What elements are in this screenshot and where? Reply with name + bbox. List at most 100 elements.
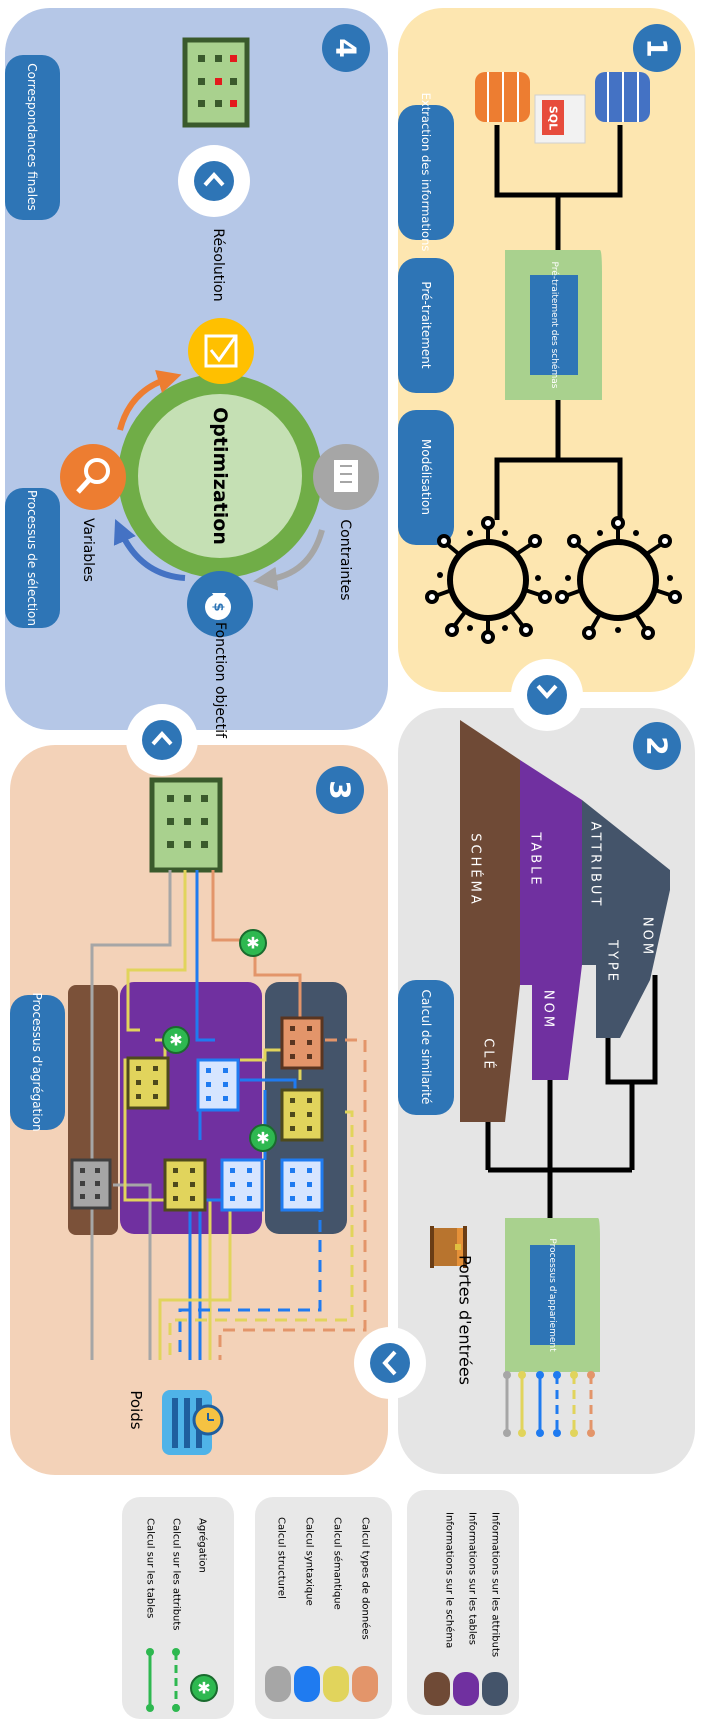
tab-final-matches-label: Correspondances finales <box>25 63 39 210</box>
legend: Informations sur les attributs Informati… <box>122 1490 519 1719</box>
node-fonction-label: Fonction objectif <box>212 622 228 739</box>
swatch-attribute <box>482 1672 508 1706</box>
clock-icon <box>162 1390 224 1455</box>
magnifier-icon <box>60 444 126 510</box>
tab-extraction[interactable] <box>398 105 454 240</box>
chest-icon <box>430 1226 467 1268</box>
legend-item: Calcul sur les tables <box>145 1518 156 1618</box>
step-number-2: 2 <box>641 736 674 755</box>
node-variables-label: Variables <box>80 518 96 582</box>
notepad-icon <box>313 444 379 510</box>
step-badge-4 <box>322 24 370 72</box>
hier-attribut-label: ATTRIBUT <box>588 822 603 909</box>
chevron-left-icon[interactable] <box>354 1327 426 1399</box>
step-number-4: 4 <box>330 38 363 57</box>
tab-pretraitement-label: Pré-traitement <box>419 281 433 369</box>
matching-outputs <box>505 1375 593 1432</box>
chevron-down-icon[interactable] <box>511 659 583 731</box>
sql-label: SQL <box>547 106 560 130</box>
node-contraintes-label: Contraintes <box>337 519 353 600</box>
dashed-line-icon <box>172 1648 180 1712</box>
gate-label: Portes d'entrées <box>456 1255 475 1385</box>
panel-selection: 4 Correspondances finales Processus de s… <box>5 8 388 739</box>
swatch-semantic <box>323 1666 349 1702</box>
aggregation-icon: ✱ <box>190 1674 218 1702</box>
matrix-icon <box>149 777 223 873</box>
optimization-label: Optimization <box>209 407 231 545</box>
panel-similarity: 2 Calcul de similarité SCHÉMA TABLE ATTR… <box>398 708 695 1474</box>
preprocessing-box: Pré-traitement des schémas <box>505 250 602 400</box>
flow-chevrons <box>126 145 583 1399</box>
legend-item: Calcul syntaxique <box>304 1517 315 1606</box>
tab-extraction-label: Extraction des informations <box>419 93 433 252</box>
step-number-1: 1 <box>641 38 674 57</box>
swatch-schema <box>424 1672 450 1706</box>
legend-item: Informations sur les tables <box>467 1512 478 1645</box>
legend-box-computations <box>255 1497 392 1719</box>
swatch-syntactic <box>294 1666 320 1702</box>
schema-hierarchy: SCHÉMA TABLE ATTRIBUT CLÉ NOM TYPE NOM <box>460 720 670 1122</box>
tab-modelisation-label: Modélisation <box>419 439 433 515</box>
tab-selection[interactable] <box>5 488 60 628</box>
legend-item: Calcul sur les attributs <box>171 1518 182 1631</box>
panel-extraction: 1 Extraction des informations Pré-traite… <box>398 8 695 692</box>
svg-text:✱: ✱ <box>169 1031 182 1050</box>
matrix-icon <box>182 37 250 128</box>
step-badge-1 <box>633 24 681 72</box>
money-bag-icon: $ <box>187 571 253 637</box>
hier-type-label: TYPE <box>605 939 620 984</box>
tab-modelisation[interactable] <box>398 410 454 545</box>
svg-text:✱: ✱ <box>197 1679 210 1698</box>
aggregation-icon: ✱ ✱ ✱ <box>162 929 277 1152</box>
legend-item: Calcul sémantique <box>332 1517 344 1610</box>
svg-text:✱: ✱ <box>246 934 259 953</box>
optimization-ring <box>118 374 322 578</box>
network-icon <box>425 516 682 644</box>
swatch-structural <box>265 1666 291 1702</box>
tab-similarity[interactable] <box>398 980 454 1115</box>
step-badge-3 <box>316 766 364 814</box>
hier-schema-label: SCHÉMA <box>468 833 484 906</box>
svg-text:$: $ <box>211 602 226 611</box>
tab-aggregation[interactable] <box>10 995 65 1130</box>
database-icon <box>475 72 650 122</box>
legend-item: Calcul structurel <box>276 1517 287 1599</box>
node-resolution-label: Résolution <box>210 228 226 301</box>
hier-table-label: TABLE <box>528 831 543 887</box>
tab-selection-label: Processus de sélection <box>25 490 39 626</box>
weights-label: Poids <box>127 1390 145 1429</box>
legend-item: Informations sur le schéma <box>444 1512 456 1648</box>
matching-label: Processus d'appariement <box>547 1238 557 1352</box>
legend-item: Calcul types de données <box>360 1517 372 1640</box>
network-dots <box>437 530 673 633</box>
matching-box: Processus d'appariement <box>505 1218 600 1372</box>
matching-output-dots <box>503 1371 595 1437</box>
panel-aggregation: 3 Processus d'agrégation <box>10 745 388 1475</box>
checkbox-icon <box>188 318 254 384</box>
similarity-matrices <box>70 1016 324 1212</box>
hier-nom-attr-label: NOM <box>640 917 655 957</box>
preprocessing-label: Pré-traitement des schémas <box>549 262 560 389</box>
step-number-3: 3 <box>324 780 357 799</box>
hier-cle-label: CLÉ <box>481 1038 497 1072</box>
swatch-table <box>453 1672 479 1706</box>
legend-item: Agrégation <box>197 1518 209 1573</box>
legend-item: Informations sur les attributs <box>490 1512 501 1657</box>
step-badge-2 <box>633 722 681 770</box>
tab-pretraitement[interactable] <box>398 258 454 393</box>
cycle-arrows <box>113 369 325 591</box>
chevron-up-icon[interactable] <box>178 145 250 217</box>
legend-box-information <box>407 1490 519 1715</box>
sql-file-icon: SQL <box>534 94 586 144</box>
hier-nom-table-label: NOM <box>541 990 556 1030</box>
svg-text:✱: ✱ <box>256 1129 269 1148</box>
tab-final-matches[interactable] <box>5 55 60 220</box>
tab-similarity-label: Calcul de similarité <box>419 990 433 1105</box>
extraction-connectors <box>494 125 623 520</box>
chevron-up-icon[interactable] <box>126 704 198 776</box>
solid-line-icon <box>146 1648 154 1712</box>
similarity-connectors <box>485 975 658 1220</box>
tab-aggregation-label: Processus d'agrégation <box>30 992 44 1131</box>
swatch-types <box>352 1666 378 1702</box>
